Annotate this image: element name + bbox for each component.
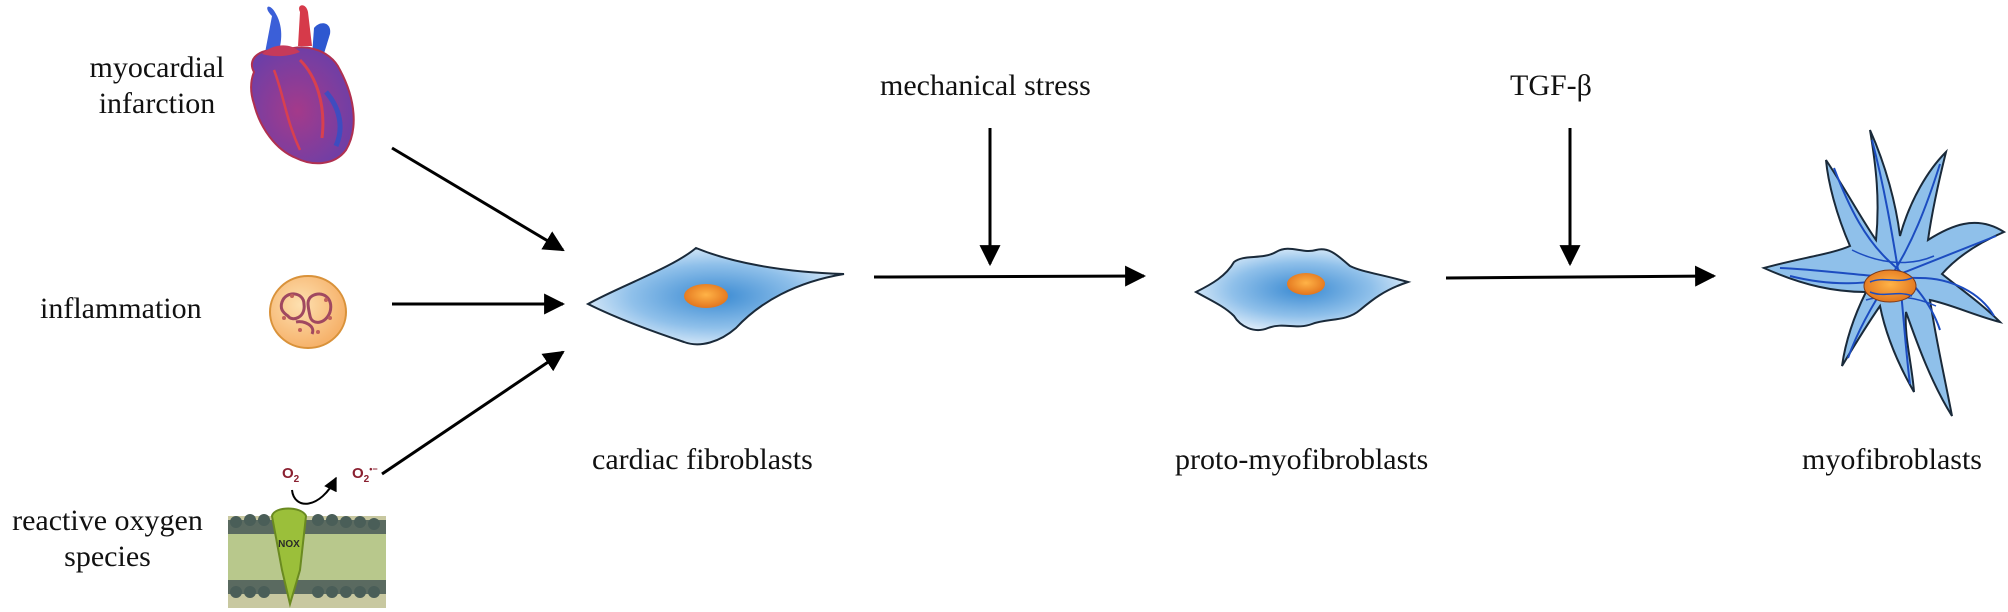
label-mi-line1: myocardial: [89, 51, 225, 84]
label-tgf-beta: TGF-β: [1510, 69, 1592, 102]
arrow-fibroblast-to-proto: [873, 265, 1147, 287]
superoxide-label: O2•−: [352, 464, 378, 485]
nox-label: NOX: [278, 539, 300, 550]
label-ros-line1: reactive oxygen: [12, 504, 203, 537]
arrow-proto-to-myofibroblast: [1445, 265, 1717, 287]
label-mechanical-stress: mechanical stress: [880, 69, 1091, 102]
cardiac-fibroblast-cell: [585, 246, 845, 346]
arrow-mi-to-fibroblast: [391, 146, 565, 252]
o2-label: O2: [282, 465, 300, 485]
label-myofibroblasts: myofibroblasts: [1802, 443, 1982, 476]
label-inflammation: inflammation: [40, 292, 202, 325]
label-ros-line2: species: [64, 540, 151, 573]
label-mi-line2: infarction: [98, 87, 216, 120]
arrow-ros-to-fibroblast: [381, 350, 565, 476]
myofibroblast-cell: [1761, 129, 2007, 417]
label-reactive-oxygen-species: reactive oxygen species: [0, 503, 215, 575]
label-myocardial-infarction: myocardial infarction: [62, 50, 252, 122]
label-cardiac-fibroblasts: cardiac fibroblasts: [592, 443, 813, 476]
proto-myofibroblast-cell: [1193, 247, 1412, 332]
heart-icon: [250, 5, 355, 165]
nox-membrane-icon: NOX O2 O2•−: [228, 464, 386, 608]
neutrophil-icon: [269, 275, 347, 349]
label-proto-myofibroblasts: proto-myofibroblasts: [1175, 443, 1429, 476]
